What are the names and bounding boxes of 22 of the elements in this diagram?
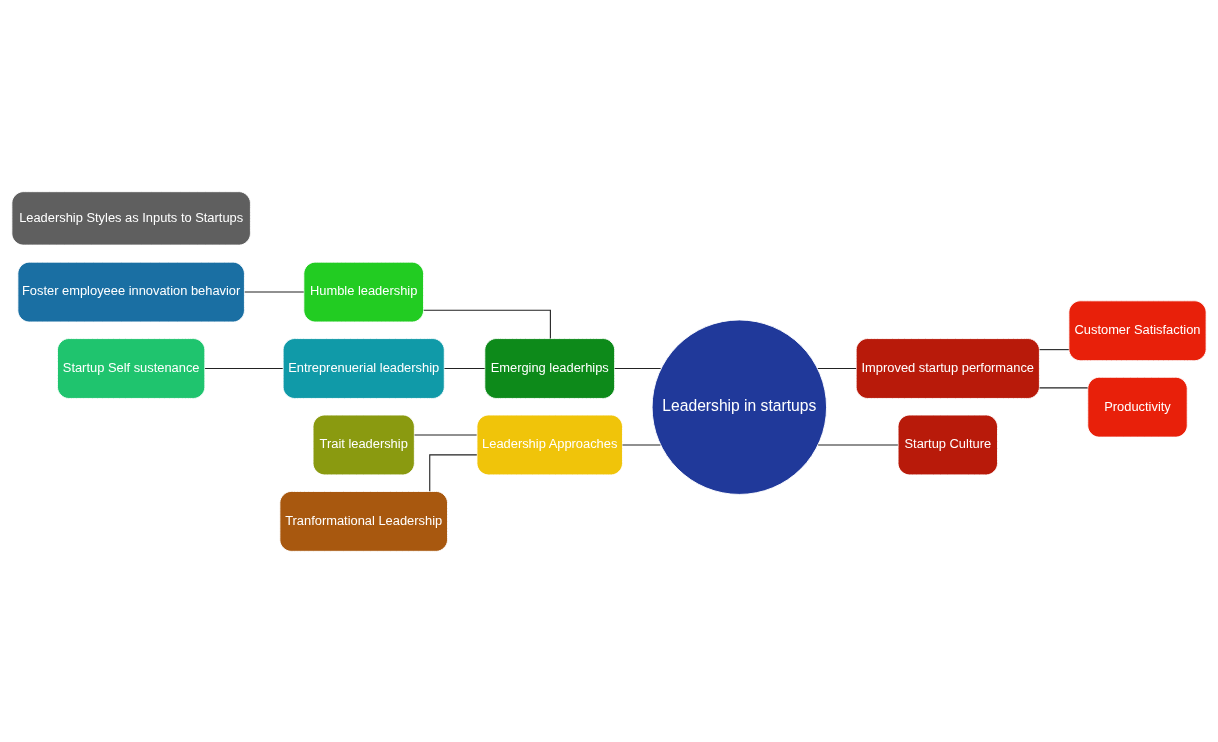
connector [443, 367, 486, 369]
connector [1039, 386, 1089, 388]
connector [429, 453, 478, 492]
connector [204, 367, 284, 369]
node-box: Emerging leaderhips [484, 337, 616, 399]
connector [423, 309, 551, 339]
node-box: Trait leadership [312, 414, 415, 475]
node-box: Startup Self sustenance [57, 337, 206, 399]
node-box: Improved startup performance [855, 337, 1040, 399]
node-box: Humble leadership [303, 261, 424, 322]
node-box: Entreprenuerial leadership [282, 337, 445, 399]
node-circle: Leadership in startups [651, 319, 827, 495]
node-box: Leadership Approaches [476, 414, 623, 475]
node-box: Tranformational Leadership [279, 490, 448, 552]
node-box: Startup Culture [897, 414, 998, 475]
connector [1039, 348, 1070, 350]
node-box: Foster employeee innovation behavior [17, 261, 245, 322]
node-box: Customer Satisfaction [1068, 299, 1207, 361]
node-box: Leadership Styles as Inputs to Startups [11, 190, 251, 246]
connector [817, 367, 857, 369]
node-box: Productivity [1087, 376, 1188, 438]
connector [614, 367, 662, 369]
